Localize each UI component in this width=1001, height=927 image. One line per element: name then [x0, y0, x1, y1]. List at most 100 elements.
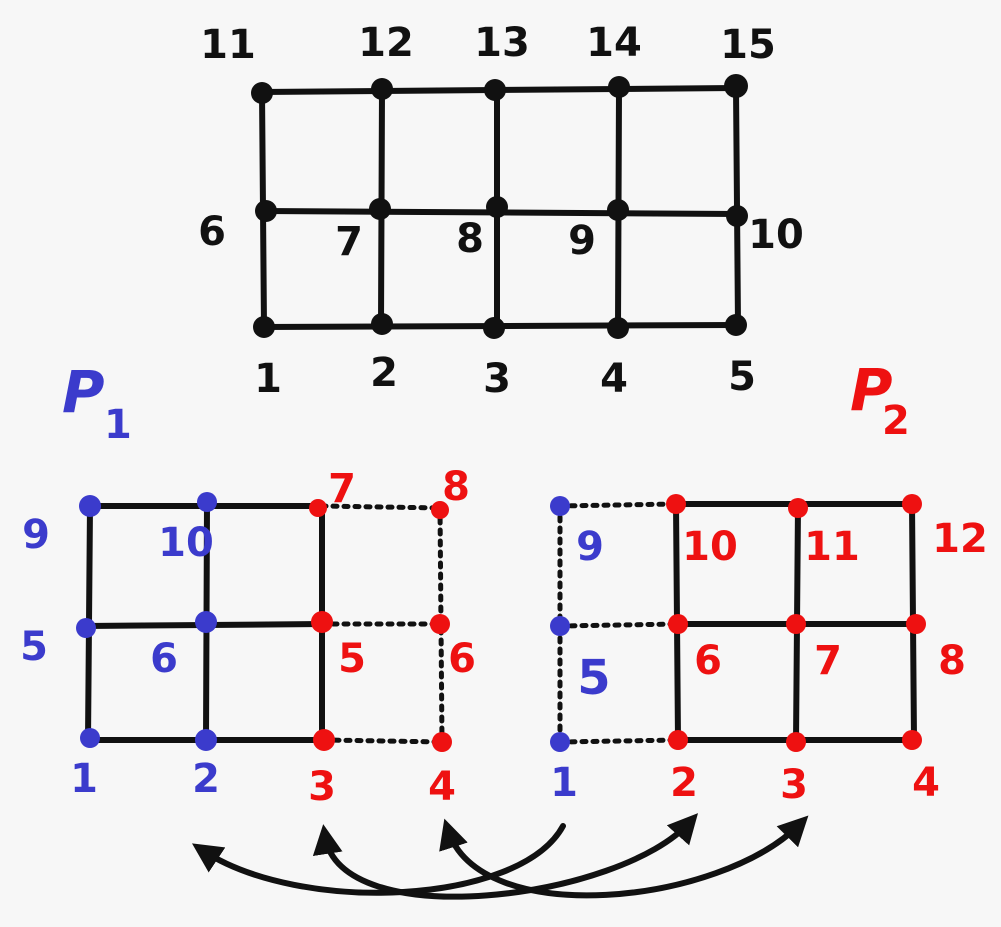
- mesh-node: [371, 313, 393, 335]
- p1-node: [76, 618, 96, 638]
- p1-ghost-node: [313, 729, 335, 751]
- mesh-node: [483, 317, 505, 339]
- partition1-owned-labels: 1 2 5 6 9 10: [20, 512, 220, 802]
- partition2-title-letter: P: [850, 356, 893, 424]
- p1-node: [80, 728, 100, 748]
- p2-node: [666, 494, 686, 514]
- mesh-node: [484, 79, 506, 101]
- p1-node: [195, 729, 217, 751]
- p1-ghost-edge: [437, 505, 445, 745]
- p2-node: [902, 494, 922, 514]
- p2-node-label: 11: [804, 524, 860, 570]
- p1-node-label: 6: [150, 636, 178, 682]
- p2-node: [788, 498, 808, 518]
- p2-ghost-edge: [557, 737, 681, 745]
- node-label: 15: [720, 22, 776, 68]
- p2-node: [786, 732, 806, 752]
- mesh-node: [607, 199, 629, 221]
- node-label: 8: [456, 216, 484, 262]
- p2-node-label: 8: [938, 638, 966, 684]
- node-label: 5: [728, 354, 756, 400]
- partition1-title: P 1: [62, 358, 132, 448]
- mesh-node: [726, 205, 748, 227]
- p1-ghost-label: 8: [442, 464, 470, 510]
- node-label: 1: [254, 356, 282, 402]
- node-label: 3: [483, 356, 511, 402]
- p2-node-label: 10: [682, 524, 738, 570]
- p2-node-label: 6: [694, 638, 722, 684]
- p2-ghost-label: 5: [577, 650, 610, 706]
- p2-ghost-edge: [557, 621, 681, 629]
- partition1-title-subscript: 1: [104, 402, 132, 448]
- node-label: 2: [370, 350, 398, 396]
- p1-node: [195, 611, 217, 633]
- p2-node: [668, 614, 688, 634]
- p1-ghost-label: 3: [308, 764, 336, 810]
- partition1-ghost-nodes: [309, 499, 452, 752]
- mesh-node: [486, 196, 508, 218]
- p1-ghost-node: [309, 499, 327, 517]
- p1-node-label: 1: [70, 756, 98, 802]
- mesh-node: [253, 316, 275, 338]
- node-label: 14: [586, 20, 642, 66]
- node-label: 7: [335, 219, 363, 265]
- partition2-ghost-labels: 1 5 9: [550, 524, 611, 806]
- node-label: 12: [358, 20, 414, 66]
- mesh-node: [251, 82, 273, 104]
- p1-ghost-edge: [321, 737, 447, 745]
- partition2-ghost-nodes: [550, 496, 570, 752]
- exchange-arrows: [191, 813, 809, 900]
- p1-ghost-label: 7: [328, 466, 356, 512]
- p2-ghost-edge: [557, 501, 679, 509]
- p2-ghost-node: [550, 496, 570, 516]
- partition1-title-letter: P: [62, 358, 105, 426]
- p2-ghost-label: 9: [576, 524, 604, 570]
- mesh-node: [607, 317, 629, 339]
- mesh-node: [371, 78, 393, 100]
- partition2-title: P 2: [850, 356, 910, 444]
- p2-node-label: 3: [780, 762, 808, 808]
- p1-node-label: 2: [192, 756, 220, 802]
- p1-ghost-label: 6: [448, 636, 476, 682]
- p1-ghost-edge: [319, 503, 443, 511]
- p1-ghost-node: [431, 501, 449, 519]
- global-mesh-labels: 1 2 3 4 5 6 7 8 9 10 11 12 13 14 15: [198, 20, 804, 402]
- p1-ghost-node: [430, 614, 450, 634]
- p2-node: [902, 730, 922, 750]
- mesh-node: [608, 76, 630, 98]
- p1-ghost-node: [432, 732, 452, 752]
- p2-node-label: 4: [912, 760, 940, 806]
- global-mesh-nodes: [251, 74, 748, 339]
- p1-ghost-label: 4: [428, 764, 456, 810]
- partition2-owned-nodes: [666, 494, 926, 752]
- p2-node: [668, 730, 688, 750]
- mesh-node: [255, 200, 277, 222]
- p1-node: [79, 495, 101, 517]
- p1-node-label: 5: [20, 624, 48, 670]
- p2-node-label: 7: [814, 638, 842, 684]
- p2-node: [906, 614, 926, 634]
- p2-ghost-node: [550, 732, 570, 752]
- p1-ghost-label: 5: [338, 636, 366, 682]
- p1-node-label: 9: [22, 512, 50, 558]
- partition1-ghost-labels: 3 4 5 6 7 8: [308, 464, 476, 810]
- p2-node-label: 12: [932, 516, 988, 562]
- partition2-owned-labels: 2 3 4 6 7 8 10 11 12: [670, 516, 988, 808]
- node-label: 6: [198, 209, 226, 255]
- partition1-owned-nodes: [76, 492, 217, 751]
- arrow-p1-to-p2-node3: [439, 815, 809, 899]
- node-label: 10: [748, 212, 804, 258]
- node-label: 11: [200, 22, 256, 68]
- node-label: 13: [474, 20, 530, 66]
- p1-node: [197, 492, 217, 512]
- mesh-node: [725, 314, 747, 336]
- p2-node-label: 2: [670, 760, 698, 806]
- node-label: 9: [568, 218, 596, 264]
- partition2-title-subscript: 2: [882, 398, 910, 444]
- partition1-ghost-edges: [319, 503, 447, 745]
- p1-node-label: 10: [158, 520, 214, 566]
- mesh-node: [369, 198, 391, 220]
- node-label: 4: [600, 356, 628, 402]
- mesh-node: [724, 74, 748, 98]
